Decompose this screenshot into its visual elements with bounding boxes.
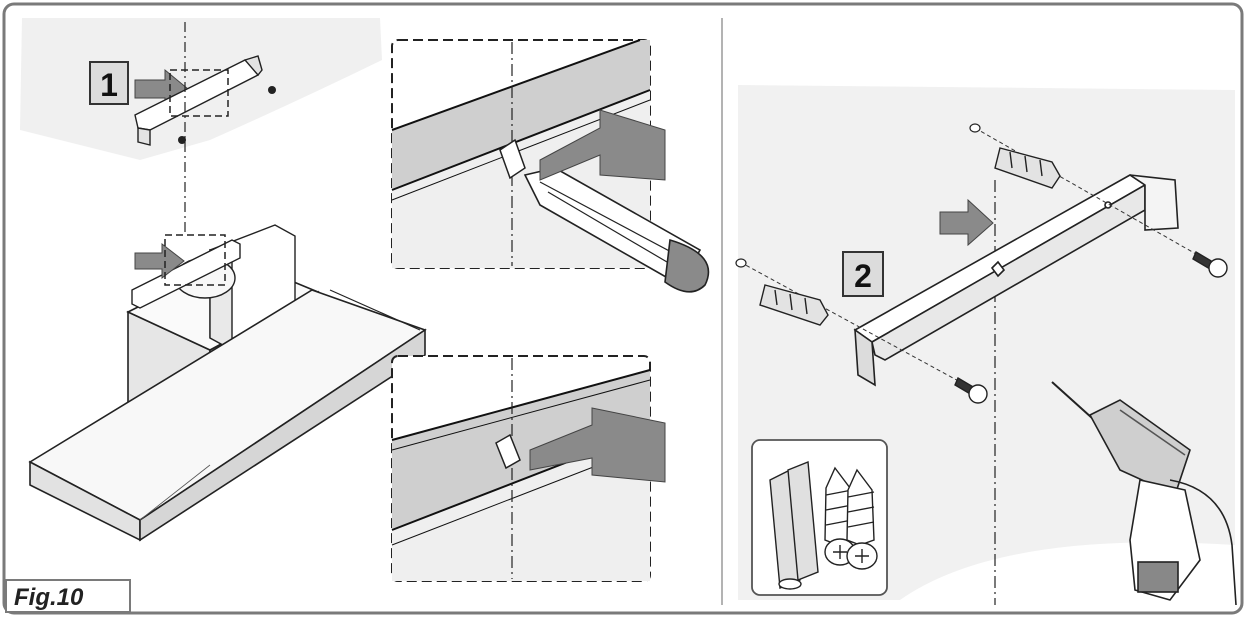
step-1-box	[89, 61, 129, 105]
right-panel: 2	[735, 85, 1237, 606]
wall-bracket	[853, 174, 1179, 387]
arrow-icon	[539, 109, 666, 181]
wall-plug-icon	[769, 461, 819, 590]
zoom-marker-top	[169, 69, 229, 117]
wall-hole	[735, 258, 747, 268]
wall-hole	[969, 123, 981, 133]
arrow-icon	[939, 198, 994, 247]
cord-line	[329, 289, 421, 331]
screw-axis-left	[739, 261, 976, 391]
arrow-icon	[134, 242, 185, 280]
screw-axis-right	[974, 127, 1211, 263]
step-2-box	[842, 251, 884, 297]
caption-box	[5, 579, 131, 613]
zoom-inset-top	[391, 39, 710, 293]
alignment-notch	[499, 138, 526, 180]
screw-icon	[846, 468, 878, 570]
screw-icon	[1192, 250, 1228, 278]
hood-panel-line	[139, 464, 211, 521]
step-2-label: 2	[854, 258, 872, 294]
alignment-notch	[495, 433, 521, 470]
drill-icon	[1051, 381, 1237, 606]
screw-icon	[268, 86, 276, 94]
screw-icon	[954, 376, 988, 404]
screw-icon	[178, 136, 186, 144]
zoom-inset-bottom	[391, 355, 666, 582]
ceiling-bracket	[134, 55, 263, 146]
wall-plug-icon	[759, 284, 829, 326]
arrow-icon	[529, 407, 666, 483]
screwdriver-icon	[523, 167, 710, 293]
hood-canopy	[28, 289, 427, 542]
figure-caption: Fig.10	[14, 584, 84, 611]
hardware-inset	[751, 439, 888, 596]
step-1-label: 1	[100, 67, 118, 103]
wall-plug-icon	[994, 147, 1061, 189]
left-panel: 1	[5, 18, 427, 613]
